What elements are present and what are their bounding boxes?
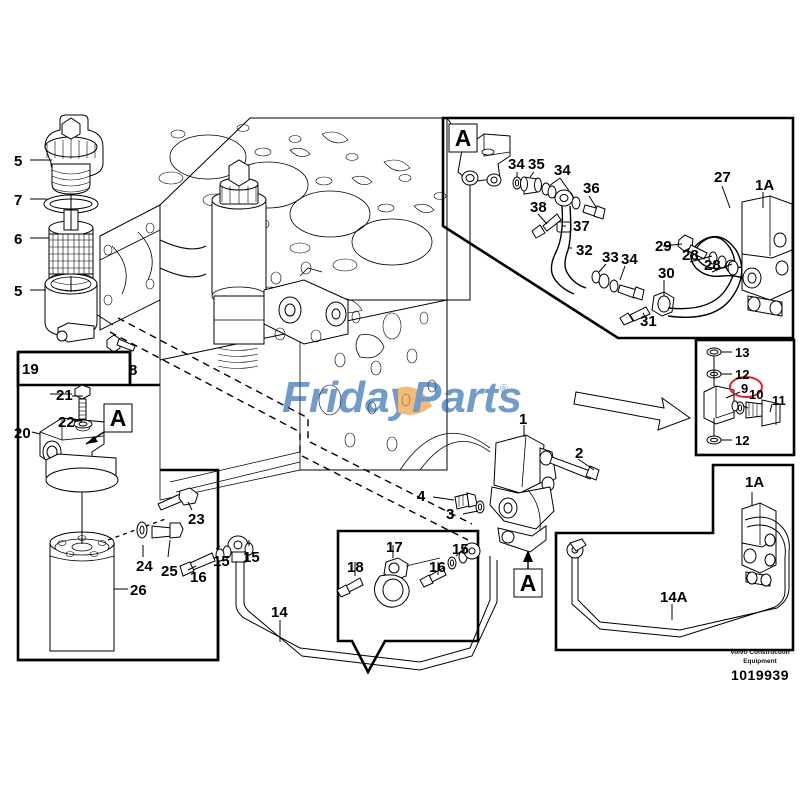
callout-11-sensor: 11 (772, 393, 786, 408)
callout-15-washer-a: 15 (213, 553, 230, 570)
callout-14-tube: 14 (271, 604, 288, 621)
pointer-arrow (573, 391, 692, 431)
callout-32-hose: 32 (576, 242, 593, 259)
panel-1a-contents (566, 492, 790, 638)
callout-27-hose: 27 (714, 169, 731, 186)
callout-12-washer-bottom: 12 (735, 433, 749, 448)
band-leader (95, 313, 114, 326)
engine-block-illustration (99, 117, 491, 501)
callout-34-washer-2: 34 (554, 162, 571, 179)
panel-17-contents (336, 545, 441, 608)
panel-19-contents (31, 384, 199, 652)
callout-23-bolt: 23 (188, 511, 205, 528)
callout-8-bolt: 8 (129, 362, 137, 379)
panel-1a (554, 463, 795, 652)
callout-18-bolt: 18 (347, 559, 364, 576)
panel-19 (16, 350, 220, 662)
panel-a-detail (441, 116, 795, 340)
callout-5-filter-cap: 5 (14, 153, 22, 170)
callout-6-filter-element: 6 (14, 231, 22, 248)
bolt-8 (106, 334, 136, 365)
callout-1-feed-pump: 1 (519, 411, 527, 428)
footer-imprint: Volvo Construction Equipment 1019939 (730, 649, 789, 683)
svg-text:A: A (455, 125, 472, 151)
panel-valve-contents (703, 347, 781, 445)
hardware-15-16-right (419, 542, 481, 588)
callout-38-bolt: 38 (530, 199, 547, 216)
callout-12-washer-top: 12 (735, 367, 749, 382)
callout-9-valve-body: 9 (741, 381, 748, 396)
watermark-text-parts: Parts (412, 373, 522, 422)
section-marker-a-top-right: A (448, 123, 478, 153)
callout-16-bolt: 16 (190, 569, 207, 586)
feed-pump-assembly (432, 425, 600, 553)
callout-26-oil-filter: 26 (130, 582, 147, 599)
callout-29-bolt: 29 (655, 238, 672, 255)
callout-3-washer: 3 (446, 506, 454, 523)
callout-labels: 5 7 6 5 8 19 21 22 20 23 24 25 26 16 15 … (14, 153, 786, 621)
callout-10-washer: 10 (749, 387, 763, 402)
section-marker-a-panel-19: A (85, 403, 133, 445)
panel-a-contents (457, 133, 793, 326)
section-marker-a-pump: A (513, 550, 543, 598)
callout-28-washer-b: 28 (704, 257, 721, 274)
callout-37-clamp: 37 (573, 218, 590, 235)
callout-4-fitting: 4 (417, 488, 426, 505)
callout-16-bolt-b: 16 (429, 559, 446, 576)
tube-14-assembly (179, 535, 498, 671)
callout-21-bolt: 21 (56, 387, 73, 404)
callout-1a-pump-top: 1A (755, 177, 774, 194)
watermark: Friday Parts ® (282, 373, 522, 422)
callout-35-spacer: 35 (528, 156, 545, 173)
callout-31-bolt: 31 (640, 313, 657, 330)
manufacturer-line-2: Equipment (743, 658, 777, 665)
callout-2-bolt: 2 (575, 445, 583, 462)
manufacturer-line-1: Volvo Construction (730, 649, 789, 656)
watermark-swoosh (398, 386, 432, 415)
svg-text:A: A (110, 405, 127, 431)
callout-17-clamp: 17 (386, 539, 403, 556)
callout-24-washer: 24 (136, 558, 153, 575)
callout-7-oring: 7 (14, 192, 22, 209)
callout-15-washer-c: 15 (452, 541, 469, 558)
callout-36-bolt: 36 (583, 180, 600, 197)
callout-15-washer-b: 15 (243, 549, 260, 566)
watermark-registered-mark: ® (500, 383, 508, 395)
callout-25-bolt: 25 (161, 563, 178, 580)
callout-5-filter-housing: 5 (14, 283, 22, 300)
highlight-ellipse-callout-9 (729, 376, 763, 398)
filter-assembly-exploded (30, 114, 104, 343)
callout-33-washer: 33 (602, 249, 619, 266)
callout-34-washer-1: 34 (508, 156, 525, 173)
part-number: 1019939 (731, 667, 789, 683)
callout-1a-pump-lower: 1A (745, 474, 764, 491)
callout-30-union: 30 (658, 265, 675, 282)
callout-34-washer-3: 34 (621, 251, 638, 268)
cutaway-dashed-band (109, 317, 473, 541)
panel-label-19: 19 (22, 361, 39, 378)
callout-22-washer: 22 (58, 414, 75, 431)
callout-14a-tube: 14A (660, 589, 688, 606)
watermark-text-friday: Friday (282, 373, 417, 422)
callout-13-oring: 13 (735, 345, 749, 360)
svg-text:A: A (520, 570, 537, 596)
callout-20-filter-head: 20 (14, 425, 31, 442)
callout-28-washer-a: 28 (682, 247, 699, 264)
